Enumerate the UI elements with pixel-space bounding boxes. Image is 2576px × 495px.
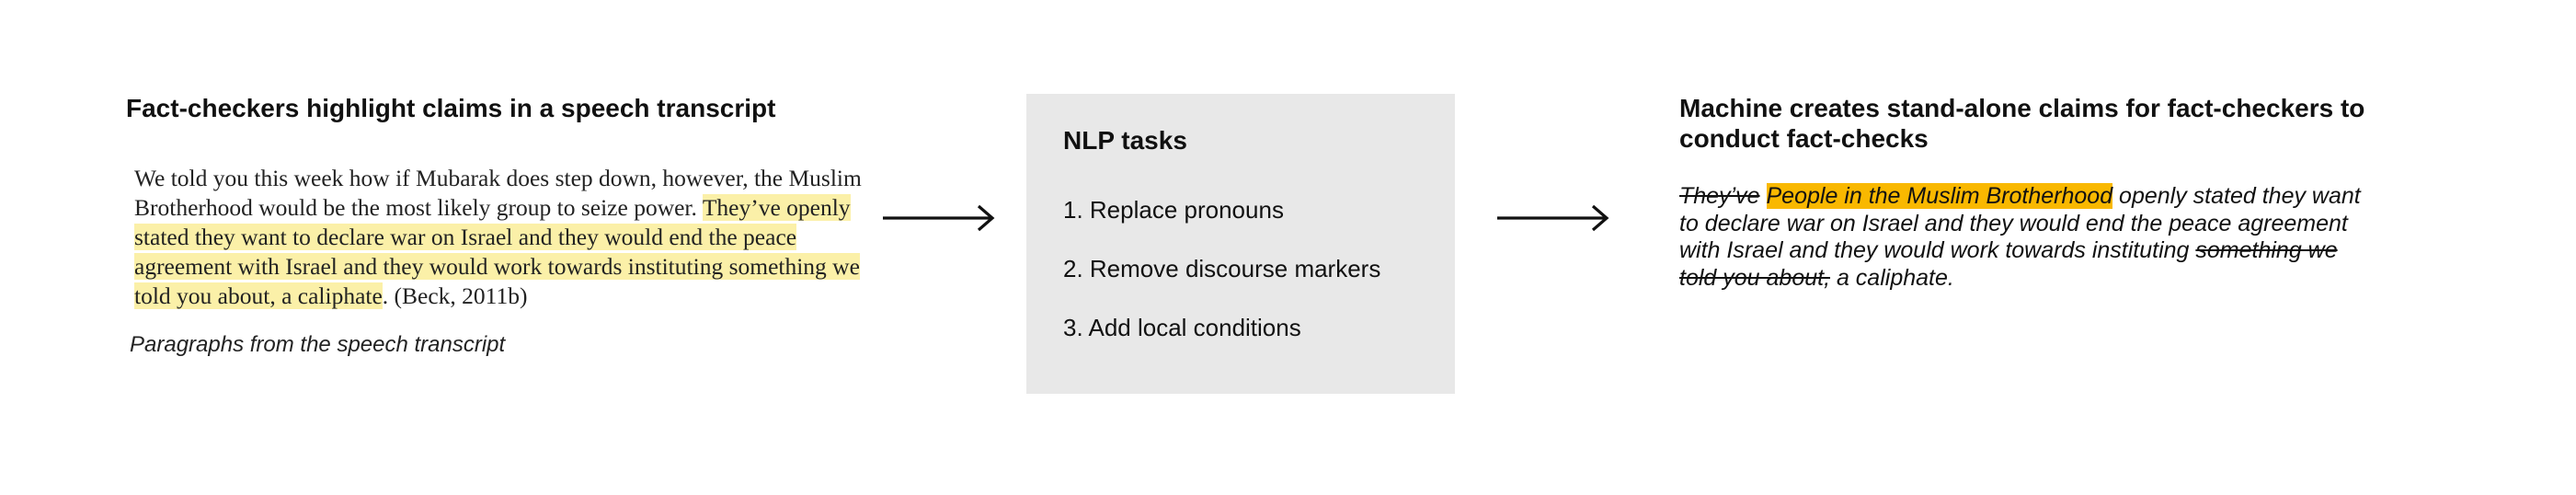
transcript-caption: Paragraphs from the speech transcript bbox=[130, 332, 506, 357]
nlp-step-replace-pronouns: 1. Replace pronouns bbox=[1063, 196, 1284, 224]
removed-discourse-marker: something we told you about, bbox=[1679, 237, 2338, 291]
left-panel-heading: Fact-checkers highlight claims in a spee… bbox=[126, 94, 776, 122]
stand-alone-claim: They’ve People in the Muslim Brotherhood… bbox=[1679, 183, 2378, 292]
nlp-step-remove-discourse-markers: 2. Remove discourse markers bbox=[1063, 255, 1381, 282]
claim-body: openly stated they want to declare war o… bbox=[1679, 183, 2361, 263]
nlp-step-add-local-conditions: 3. Add local conditions bbox=[1063, 314, 1301, 341]
speech-transcript: We told you this week how if Mubarak doe… bbox=[134, 164, 870, 311]
transcript-citation: . (Beck, 2011b) bbox=[382, 282, 528, 309]
arrow-right-icon bbox=[1497, 204, 1609, 232]
removed-pronoun: They’ve bbox=[1679, 183, 1760, 209]
right-panel-heading: Machine creates stand-alone claims for f… bbox=[1679, 94, 2365, 153]
arrow-right-icon bbox=[883, 204, 995, 232]
nlp-tasks-box: NLP tasks 1. Replace pronouns 2. Remove … bbox=[1026, 94, 1455, 394]
transcript-plain-text: We told you this week how if Mubarak doe… bbox=[134, 165, 862, 221]
inserted-entity: People in the Muslim Brotherhood bbox=[1766, 183, 2113, 209]
claim-end: a caliphate. bbox=[1830, 264, 1954, 291]
nlp-tasks-title: NLP tasks bbox=[1063, 126, 1187, 155]
